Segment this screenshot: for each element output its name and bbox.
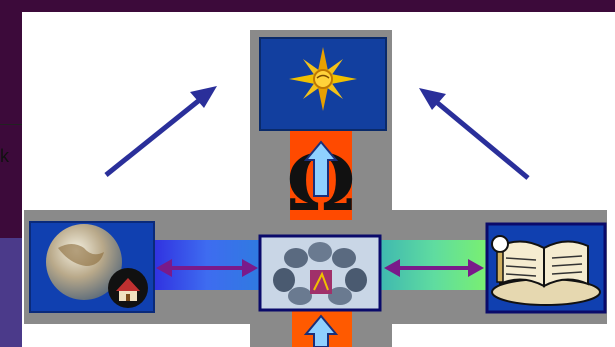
left-node [29, 221, 155, 313]
arrow-right-to-top [419, 88, 530, 180]
globe-house-icon [46, 224, 148, 308]
double-arrow-left [156, 259, 258, 277]
up-arrow-bottom-icon [303, 314, 339, 347]
stub-line [0, 124, 22, 125]
top-node [259, 37, 387, 131]
faces-group-icon [273, 242, 367, 305]
center-node [258, 234, 382, 312]
compass-sun-icon [289, 47, 357, 111]
arrow-left-to-top [104, 86, 217, 177]
right-node [485, 222, 607, 314]
stub-text: k [0, 146, 9, 166]
up-arrow-omega-icon [303, 140, 339, 197]
double-arrow-right [384, 259, 484, 277]
open-book-icon [491, 235, 601, 306]
